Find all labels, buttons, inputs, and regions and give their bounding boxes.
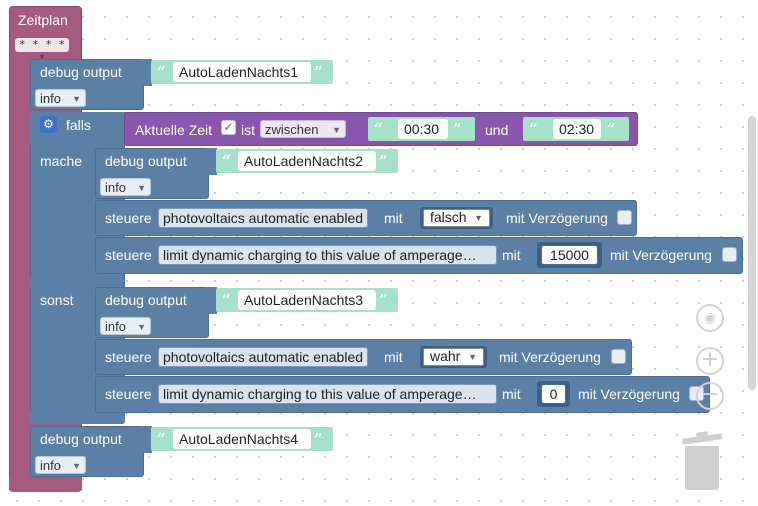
debug-level-value-2: info (105, 180, 126, 195)
falls-label: falls (66, 117, 91, 133)
control-value-slot-2[interactable]: 15000 (537, 242, 602, 268)
control-with-label-3: mit (384, 349, 403, 365)
debug-text-field-3[interactable]: AutoLadenNachts3 (238, 290, 376, 310)
debug-text-block-2[interactable]: “ AutoLadenNachts2 ” (216, 149, 398, 173)
debug-level-value-4: info (40, 458, 61, 473)
control-value-3: wahr (430, 348, 461, 364)
debug-output-label-1: debug output (40, 64, 122, 80)
control-delay-label-2: mit Verzögerung (610, 247, 712, 263)
schedule-title: Zeitplan (18, 12, 68, 28)
debug-level-dropdown-4[interactable]: info ▼ (35, 456, 86, 474)
debug-text-block-4[interactable]: “ AutoLadenNachts4 ” (151, 427, 333, 451)
control-delay-checkbox-2[interactable] (722, 247, 737, 262)
debug-text-field-2[interactable]: AutoLadenNachts2 (238, 151, 376, 171)
debug-output-block-3-connector (205, 287, 217, 314)
chevron-down-icon: ▼ (72, 461, 81, 471)
control-target-1[interactable]: photovoltaics automatic enabled (158, 208, 369, 228)
zoom-out-icon[interactable]: − (696, 382, 724, 410)
debug-level-dropdown-3[interactable]: info ▼ (100, 317, 151, 335)
control-value-select-1[interactable]: falsch ▼ (420, 207, 493, 229)
close-quote-icon: ” (314, 63, 323, 81)
condition-checkbox[interactable]: ✓ (221, 120, 236, 135)
close-quote-icon: ” (607, 120, 616, 138)
debug-level-value-3: info (105, 319, 126, 334)
open-quote-icon: “ (529, 120, 538, 138)
debug-text-field-4[interactable]: AutoLadenNachts4 (173, 429, 311, 449)
debug-text-block-1[interactable]: “ AutoLadenNachts1 ” (151, 60, 333, 84)
debug-level-value-1: info (40, 91, 61, 106)
time-condition-label: Aktuelle Zeit (135, 122, 213, 138)
time-to-field[interactable]: 02:30 (553, 119, 601, 139)
control-with-label-4: mit (502, 386, 521, 402)
close-quote-icon: ” (453, 120, 462, 138)
open-quote-icon: “ (374, 120, 383, 138)
condition-ist-label: ist (241, 122, 255, 138)
control-label-4: steuere (105, 386, 152, 402)
close-quote-icon: ” (379, 152, 388, 170)
debug-output-block-2-connector (205, 148, 217, 175)
debug-output-block-4[interactable] (30, 426, 144, 477)
chevron-down-icon: ▼ (137, 183, 146, 193)
target-icon[interactable]: ◉ (696, 304, 724, 332)
control-value-4[interactable]: 0 (541, 384, 566, 404)
control-target-3[interactable]: photovoltaics automatic enabled (158, 347, 369, 367)
open-quote-icon: “ (222, 291, 231, 309)
schedule-cron-field[interactable]: * * * * * (15, 38, 69, 65)
control-target-4[interactable]: limit dynamic charging to this value of … (158, 384, 497, 404)
debug-output-block-1-connector (140, 59, 152, 86)
condition-operator-value: zwischen (265, 122, 319, 137)
condition-operator-dropdown[interactable]: zwischen ▼ (260, 120, 346, 138)
control-value-2[interactable]: 15000 (541, 245, 598, 265)
chevron-down-icon: ▼ (72, 94, 81, 104)
control-value-1: falsch (430, 209, 467, 225)
close-quote-icon: ” (314, 430, 323, 448)
control-delay-label-1: mit Verzögerung (506, 210, 608, 226)
chevron-down-icon: ▼ (137, 322, 146, 332)
debug-output-block-4-connector (140, 426, 152, 453)
mache-label: mache (40, 153, 83, 169)
control-delay-checkbox-3[interactable] (611, 349, 626, 364)
control-target-2[interactable]: limit dynamic charging to this value of … (158, 245, 497, 265)
control-with-label-2: mit (502, 247, 521, 263)
trash-icon[interactable] (681, 431, 723, 492)
schedule-block-bottom (9, 478, 82, 492)
debug-output-label-3: debug output (105, 292, 187, 308)
debug-level-dropdown-1[interactable]: info ▼ (35, 89, 86, 107)
control-label-3: steuere (105, 349, 152, 365)
open-quote-icon: “ (222, 152, 231, 170)
control-delay-label-4: mit Verzögerung (578, 386, 680, 402)
control-delay-label-3: mit Verzögerung (499, 349, 601, 365)
debug-text-block-3[interactable]: “ AutoLadenNachts3 ” (216, 288, 398, 312)
condition-und-label: und (485, 122, 509, 138)
open-quote-icon: “ (157, 63, 166, 81)
open-quote-icon: “ (157, 430, 166, 448)
control-value-slot-4[interactable]: 0 (537, 381, 570, 407)
chevron-down-icon: ▼ (468, 352, 477, 362)
vertical-scrollbar[interactable] (748, 116, 756, 390)
if-else-bottom-arm (30, 412, 125, 424)
chevron-down-icon: ▼ (332, 125, 341, 135)
control-with-label-1: mit (384, 210, 403, 226)
control-value-select-3[interactable]: wahr ▼ (420, 346, 487, 368)
control-delay-checkbox-1[interactable] (617, 210, 632, 225)
chevron-down-icon: ▼ (474, 213, 483, 223)
control-label-1: steuere (105, 210, 152, 226)
close-quote-icon: ” (379, 291, 388, 309)
gear-icon[interactable]: ⚙ (40, 116, 57, 133)
debug-text-field-1[interactable]: AutoLadenNachts1 (173, 62, 311, 82)
if-else-mid-arm (30, 278, 105, 288)
debug-output-label-4: debug output (40, 431, 122, 447)
debug-output-label-2: debug output (105, 153, 187, 169)
sonst-label: sonst (40, 292, 74, 308)
zoom-in-icon[interactable]: + (696, 347, 724, 375)
debug-level-dropdown-2[interactable]: info ▼ (100, 178, 151, 196)
time-to-block[interactable]: “ 02:30 ” (523, 117, 629, 141)
control-label-2: steuere (105, 247, 152, 263)
time-from-field[interactable]: 00:30 (398, 119, 448, 139)
trash-can (685, 446, 719, 490)
time-from-block[interactable]: “ 00:30 ” (368, 117, 475, 141)
